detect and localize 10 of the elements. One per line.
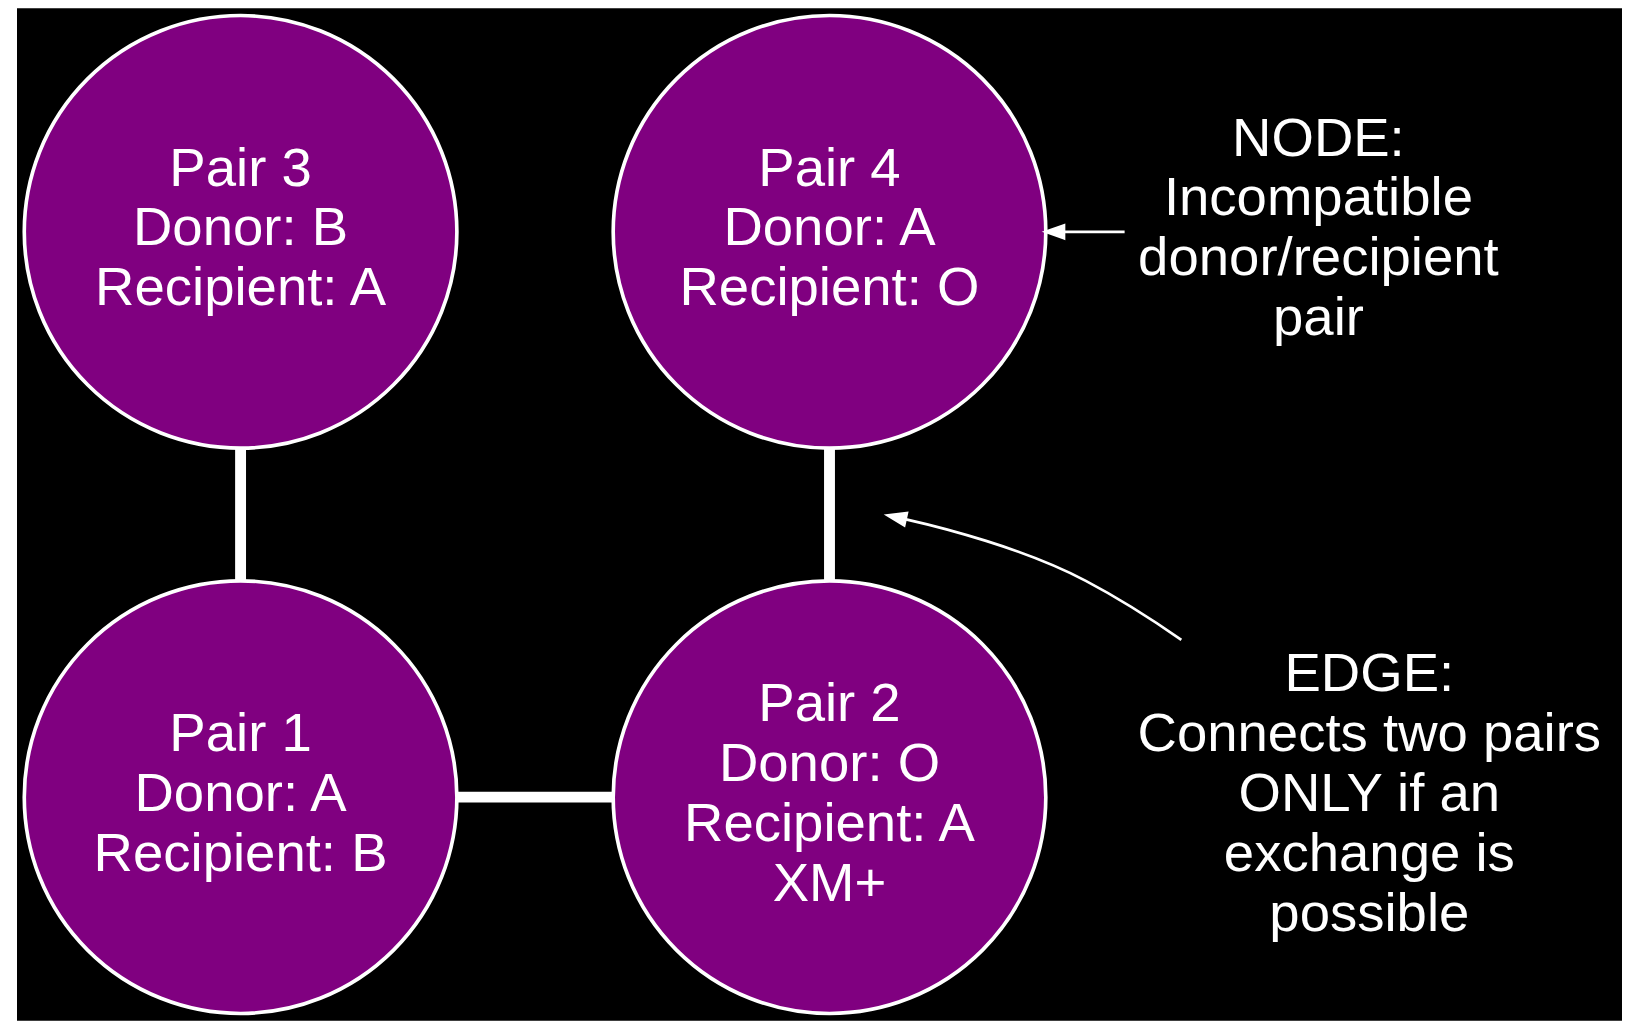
node-text: NODE: Incompatible donor/recipient pair <box>1138 106 1499 348</box>
node-circle: Pair 4 Donor: A Recipient: O <box>611 13 1048 450</box>
node-circle: Pair 1 Donor: A Recipient: B <box>22 579 459 1016</box>
connector <box>824 448 835 581</box>
connector <box>235 448 247 581</box>
node-text: EDGE: Connects two pairs ONLY if an exchange is possible <box>1137 641 1602 943</box>
node-circle: Pair 3 Donor: B Recipient: A <box>22 13 459 450</box>
node-circle: Pair 2 Donor: O Recipient: A XM+ <box>611 579 1048 1016</box>
connector <box>457 791 613 803</box>
arrow <box>1041 223 1125 241</box>
